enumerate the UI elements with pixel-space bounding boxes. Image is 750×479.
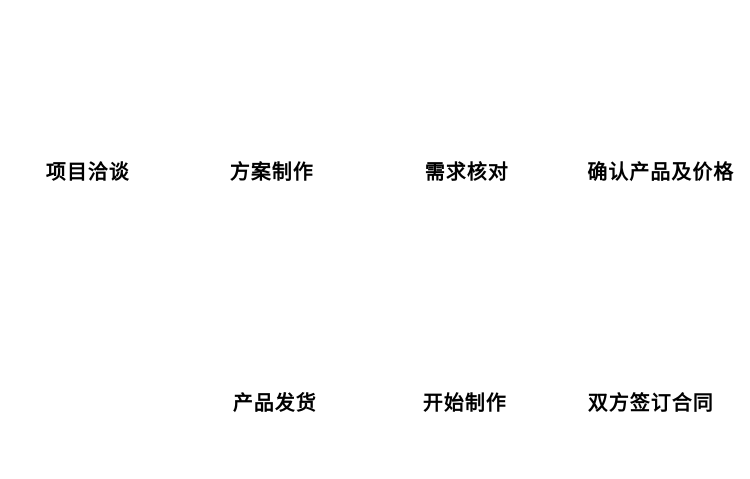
step-label-plan-creation: 方案制作 (230, 159, 314, 184)
step-label-requirements-check: 需求核对 (425, 159, 509, 184)
step-label-product-shipment: 产品发货 (233, 390, 317, 415)
step-label-confirm-product-price: 确认产品及价格 (587, 159, 735, 184)
step-label-project-negotiation: 项目洽谈 (46, 159, 130, 184)
step-label-start-production: 开始制作 (423, 390, 507, 415)
step-label-sign-contract: 双方签订合同 (588, 390, 714, 415)
